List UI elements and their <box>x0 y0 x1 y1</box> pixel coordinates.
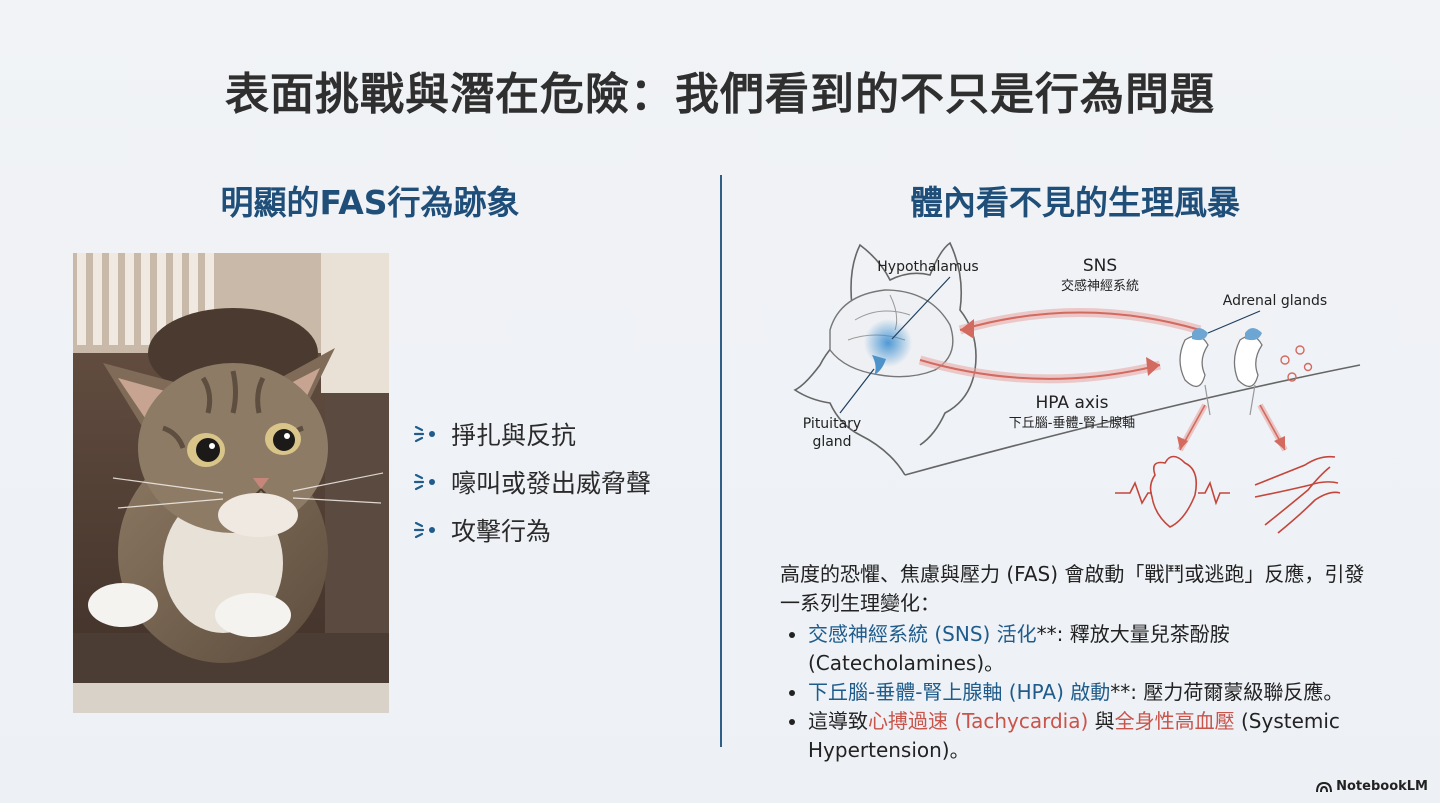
bullet-text: 這導致 <box>808 709 868 733</box>
heart-icon <box>1115 455 1230 528</box>
notebooklm-brand: NotebookLM <box>1316 779 1428 794</box>
bullet-highlight: 交感神經系統 (SNS) 活化 <box>808 622 1037 646</box>
bullet-hpa: 下丘腦-垂體-腎上腺軸 (HPA) 啟動**: 壓力荷爾蒙級聯反應。 <box>808 678 1380 707</box>
hypothalamus-label: Hypothalamus <box>877 259 978 275</box>
bullet-highlight: 下丘腦-垂體-腎上腺軸 (HPA) 啟動 <box>808 680 1111 704</box>
behavior-item: 攻擊行為 <box>413 506 651 554</box>
left-heading: 明顯的FAS行為跡象 <box>220 183 520 222</box>
bullet-text: **: 壓力荷爾蒙級聯反應。 <box>1110 680 1344 704</box>
body-outline <box>904 364 1361 476</box>
stress-physiology-diagram: Hypothalamus SNS 交感神經系統 Adrenal glands H… <box>793 241 1361 534</box>
bullet-text: 與 <box>1088 709 1115 733</box>
adrenal-left <box>1192 328 1208 341</box>
behavior-label: 掙扎與反抗 <box>451 421 577 450</box>
adrenal-right <box>1245 328 1262 341</box>
bullet-highlight-hypertension: 全身性高血壓 <box>1114 709 1235 733</box>
bullet-sns: 交感神經系統 (SNS) 活化**: 釋放大量兒茶酚胺 (Catecholami… <box>808 620 1380 678</box>
hpa-zh-label: 下丘腦-垂體-腎上腺軸 <box>1009 416 1135 431</box>
column-divider <box>720 175 722 747</box>
behavior-label: 嚎叫或發出威脅聲 <box>451 469 652 498</box>
sound-wave-bullet-icon <box>413 425 435 443</box>
brand-label: NotebookLM <box>1336 779 1428 794</box>
bullet-text: **: 釋放大量兒茶酚胺 (Catecholamines)。 <box>808 622 1230 675</box>
hypothalamus-glow <box>864 319 912 367</box>
sound-wave-bullet-icon <box>413 473 435 491</box>
description-intro: 高度的恐懼、焦慮與壓力 (FAS) 會啟動「戰鬥或逃跑」反應，引發一系列生理變化… <box>780 562 1365 615</box>
cat-head-outline <box>793 241 977 476</box>
hpa-label: HPA axis <box>1035 393 1108 413</box>
kidney-right <box>1233 335 1263 387</box>
sound-wave-bullet-icon <box>413 521 435 539</box>
physiology-bullets: 交感神經系統 (SNS) 活化**: 釋放大量兒茶酚胺 (Catecholami… <box>780 620 1380 765</box>
bullet-text: (Systemic Hypertension)。 <box>808 709 1340 762</box>
notebooklm-logo-icon <box>1316 781 1333 792</box>
behavior-item: 掙扎與反抗 <box>413 410 651 458</box>
bullet-highlight-tachycardia: 心搏過速 (Tachycardia) <box>868 709 1089 733</box>
kidney-left <box>1179 335 1209 387</box>
description-block: 高度的恐懼、焦慮與壓力 (FAS) 會啟動「戰鬥或逃跑」反應，引發一系列生理變化… <box>780 560 1380 765</box>
behavior-item: 嚎叫或發出威脅聲 <box>413 458 651 506</box>
behavior-label: 攻擊行為 <box>451 517 552 546</box>
pituitary-shape <box>872 355 886 375</box>
right-heading: 體內看不見的生理風暴 <box>910 183 1240 222</box>
behavior-list: 掙扎與反抗 嚎叫或發出威脅聲 攻擊行為 <box>413 410 651 554</box>
cat-in-carrier-image <box>73 253 389 713</box>
page-title: 表面挑戰與潛在危險：我們看到的不只是行為問題 <box>225 69 1215 120</box>
sns-label: SNS <box>1083 256 1117 276</box>
pituitary-label-line1: Pituitary <box>803 416 861 432</box>
pituitary-label-line2: gland <box>812 434 851 450</box>
sns-zh-label: 交感神經系統 <box>1061 278 1139 294</box>
hormone-dots <box>1280 345 1313 382</box>
bullet-consequence: 這導致心搏過速 (Tachycardia) 與全身性高血壓 (Systemic … <box>808 707 1380 765</box>
blood-vessel-icon <box>1254 455 1341 534</box>
adrenal-label: Adrenal glands <box>1223 293 1327 309</box>
